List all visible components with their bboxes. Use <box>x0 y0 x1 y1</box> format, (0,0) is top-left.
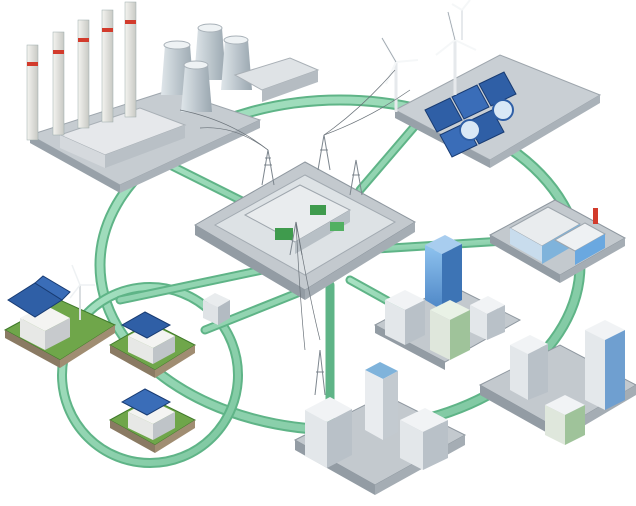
house-bottom <box>108 388 197 453</box>
power-plant <box>26 1 320 193</box>
transformer-box <box>203 293 230 325</box>
solar-panel-icon <box>424 71 517 158</box>
house-mid <box>108 311 197 378</box>
house-solar <box>3 264 117 368</box>
city-center <box>373 235 522 370</box>
city-east <box>478 320 636 445</box>
power-lines <box>179 69 411 351</box>
wind-solar-farm <box>381 0 602 168</box>
substation <box>179 69 416 351</box>
chimney-stacks <box>26 1 137 141</box>
downtown <box>293 349 467 495</box>
wind-turbine-icon <box>69 264 95 320</box>
factory <box>488 199 627 283</box>
transmission-tower-icon <box>314 349 326 396</box>
cooling-tower-icon <box>161 23 252 112</box>
